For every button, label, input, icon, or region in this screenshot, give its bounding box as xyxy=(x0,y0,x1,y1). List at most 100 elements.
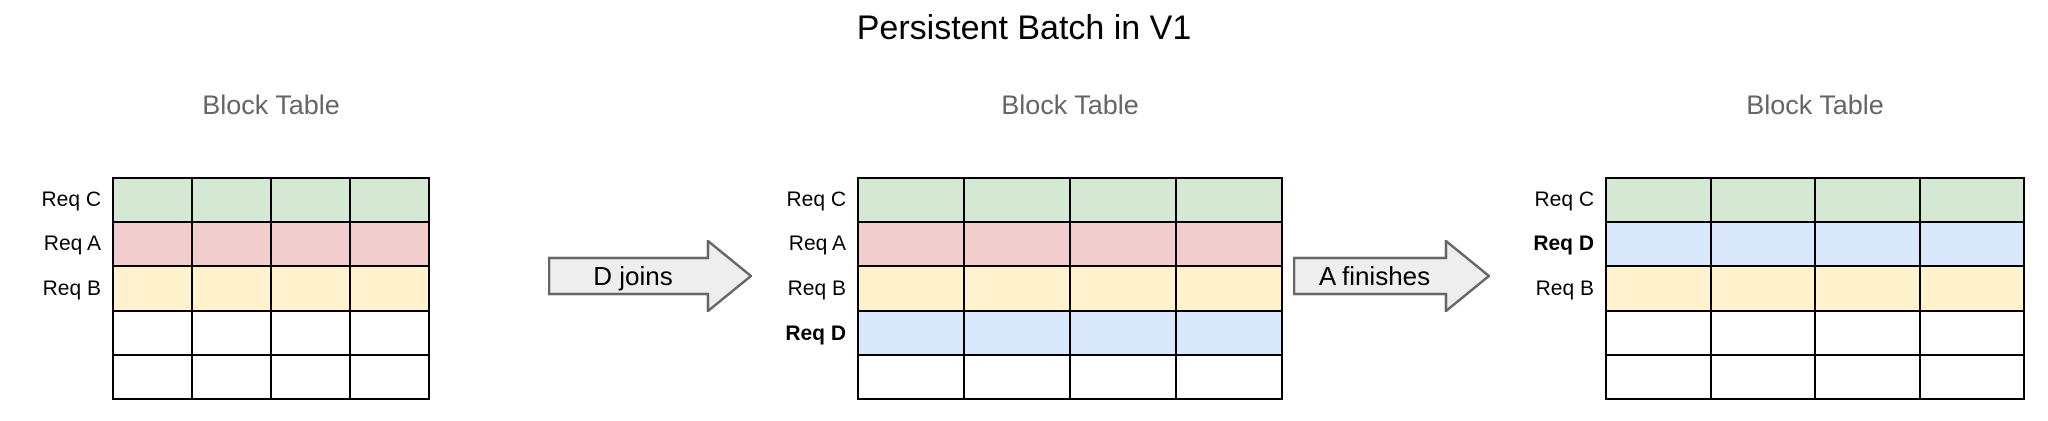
block-cell[interactable] xyxy=(1069,265,1177,312)
table-row xyxy=(112,221,430,268)
row-label-column-3: Req C Req D Req B xyxy=(1493,177,1605,400)
row-label: Req A xyxy=(788,232,846,256)
block-cell[interactable] xyxy=(1918,353,2025,401)
block-cell[interactable] xyxy=(1069,309,1177,356)
block-cell[interactable] xyxy=(963,353,1071,401)
block-cell[interactable] xyxy=(1709,221,1816,268)
transition-arrow-d-joins: D joins xyxy=(548,240,752,312)
block-cell[interactable] xyxy=(112,309,193,356)
block-table-2 xyxy=(857,176,1283,401)
table-row xyxy=(857,176,1283,224)
row-label: Req C xyxy=(786,187,846,211)
block-table-1 xyxy=(112,176,430,401)
block-cell[interactable] xyxy=(1175,176,1283,224)
block-table-3 xyxy=(1605,176,2025,401)
table-row xyxy=(112,353,430,401)
row-label-column-1: Req C Req A Req B xyxy=(0,177,112,400)
block-cell[interactable] xyxy=(1069,176,1177,224)
block-cell[interactable] xyxy=(270,265,351,312)
block-cell[interactable] xyxy=(349,353,430,401)
table-row xyxy=(1605,221,2025,268)
block-cell[interactable] xyxy=(1175,221,1283,268)
block-cell[interactable] xyxy=(112,221,193,268)
block-cell[interactable] xyxy=(1605,265,1712,312)
table-row xyxy=(1605,353,2025,401)
table-row xyxy=(112,309,430,356)
row-label: Req B xyxy=(1535,276,1594,300)
block-cell[interactable] xyxy=(963,265,1071,312)
block-cell[interactable] xyxy=(1175,309,1283,356)
table-row xyxy=(1605,309,2025,356)
block-cell[interactable] xyxy=(963,176,1071,224)
block-cell[interactable] xyxy=(1709,309,1816,356)
block-cell[interactable] xyxy=(191,309,272,356)
block-cell[interactable] xyxy=(857,353,965,401)
block-cell[interactable] xyxy=(191,221,272,268)
block-cell[interactable] xyxy=(1918,309,2025,356)
table-row xyxy=(857,309,1283,356)
block-table-title-1: Block Table xyxy=(202,90,340,120)
block-cell[interactable] xyxy=(112,265,193,312)
block-cell[interactable] xyxy=(112,353,193,401)
block-cell[interactable] xyxy=(1814,176,1921,224)
block-cell[interactable] xyxy=(270,221,351,268)
block-cell[interactable] xyxy=(349,265,430,312)
table-row xyxy=(857,265,1283,312)
page-title: Persistent Batch in V1 xyxy=(856,9,1192,47)
block-cell[interactable] xyxy=(191,353,272,401)
block-cell[interactable] xyxy=(1175,265,1283,312)
block-cell[interactable] xyxy=(1814,353,1921,401)
block-cell[interactable] xyxy=(1709,353,1816,401)
block-cell[interactable] xyxy=(857,265,965,312)
block-table-title-3: Block Table xyxy=(1746,90,1884,120)
block-cell[interactable] xyxy=(191,265,272,312)
block-cell[interactable] xyxy=(857,309,965,356)
table-row xyxy=(1605,265,2025,312)
block-cell[interactable] xyxy=(1918,221,2025,268)
block-cell[interactable] xyxy=(1175,353,1283,401)
block-cell[interactable] xyxy=(1814,265,1921,312)
block-cell[interactable] xyxy=(1605,353,1712,401)
row-label: Req D xyxy=(785,321,846,345)
row-label: Req B xyxy=(787,276,846,300)
row-label: Req A xyxy=(43,232,101,256)
block-cell[interactable] xyxy=(1069,221,1177,268)
row-label: Req C xyxy=(41,187,101,211)
row-label-column-2: Req C Req A Req B Req D xyxy=(745,177,857,400)
block-cell[interactable] xyxy=(1069,353,1177,401)
block-cell[interactable] xyxy=(349,309,430,356)
table-row xyxy=(1605,176,2025,224)
block-cell[interactable] xyxy=(1605,309,1712,356)
block-cell[interactable] xyxy=(1709,265,1816,312)
row-label: Req C xyxy=(1534,187,1594,211)
table-row xyxy=(112,265,430,312)
block-cell[interactable] xyxy=(270,353,351,401)
arrow-right-icon xyxy=(1293,240,1490,312)
block-cell[interactable] xyxy=(349,176,430,224)
block-cell[interactable] xyxy=(963,309,1071,356)
row-label: Req D xyxy=(1533,232,1594,256)
block-cell[interactable] xyxy=(1605,176,1712,224)
block-cell[interactable] xyxy=(1814,221,1921,268)
block-cell[interactable] xyxy=(270,176,351,224)
table-row xyxy=(857,221,1283,268)
block-cell[interactable] xyxy=(1918,265,2025,312)
block-cell[interactable] xyxy=(270,309,351,356)
block-cell[interactable] xyxy=(1918,176,2025,224)
transition-arrow-a-finishes: A finishes xyxy=(1293,240,1490,312)
table-row xyxy=(112,176,430,224)
block-cell[interactable] xyxy=(963,221,1071,268)
stage-panel-1: Block Table Req C Req A Req B xyxy=(0,0,430,421)
block-cell[interactable] xyxy=(349,221,430,268)
block-cell[interactable] xyxy=(857,176,965,224)
block-cell[interactable] xyxy=(1709,176,1816,224)
block-cell[interactable] xyxy=(1814,309,1921,356)
block-cell[interactable] xyxy=(112,176,193,224)
block-cell[interactable] xyxy=(1605,221,1712,268)
stage-panel-3: Block Table Req C Req D Req B xyxy=(1493,0,2025,421)
block-table-title-2: Block Table xyxy=(1001,90,1139,120)
table-row xyxy=(857,353,1283,401)
block-cell[interactable] xyxy=(857,221,965,268)
arrow-right-icon xyxy=(548,240,752,312)
block-cell[interactable] xyxy=(191,176,272,224)
